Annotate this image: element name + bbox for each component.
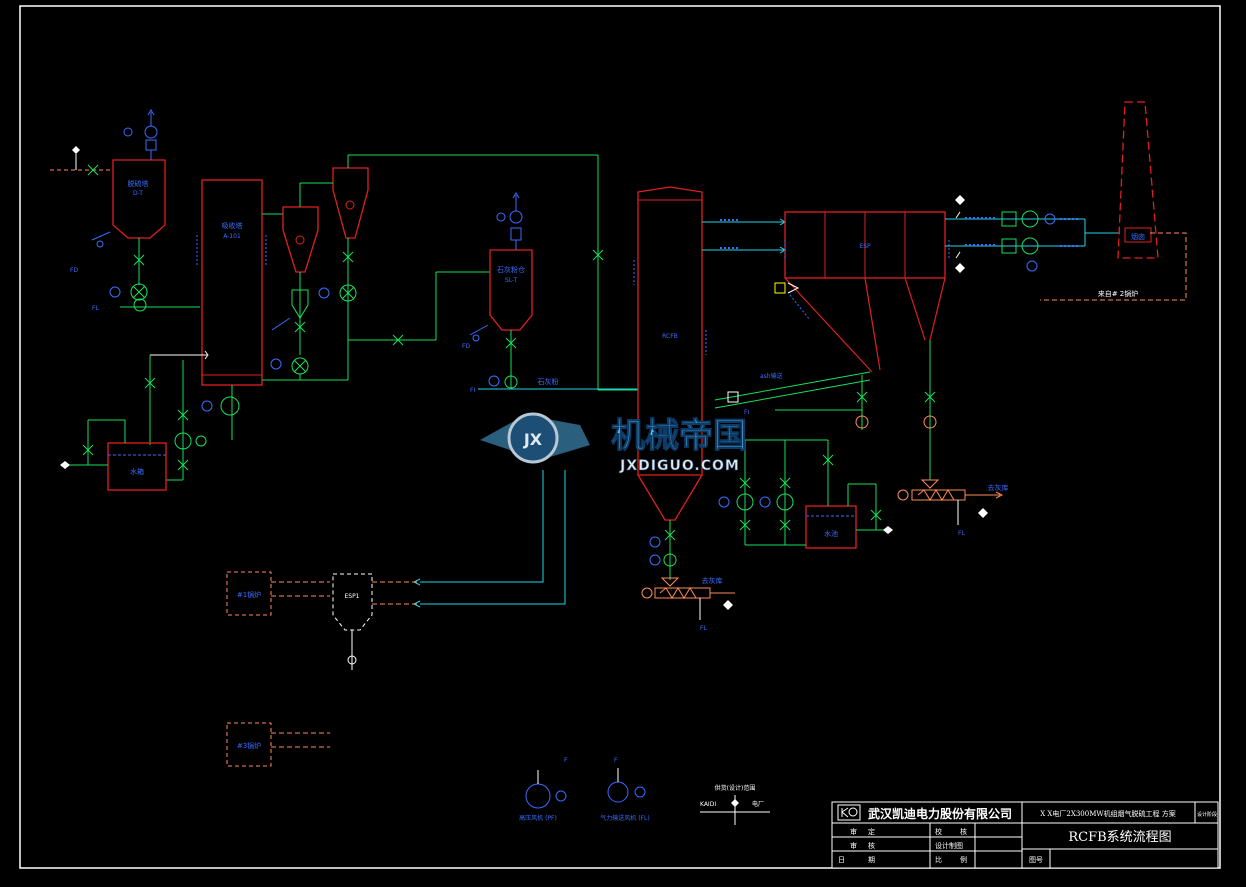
stack-chimney: 烟囱 [1117, 101, 1159, 259]
desulfurizer-vessel: 脱硫塔 D-T [112, 159, 166, 239]
company-name: 武汉凯迪电力股份有限公司 [868, 806, 1012, 821]
labels-esp1-label: ESP1 [344, 593, 359, 600]
labels-tag-f-label: F [564, 757, 568, 764]
watermark-en-label: JXDIGUO.COM [619, 458, 740, 474]
title-block-rows-1-1-label: 核 [868, 841, 875, 850]
cyclone-1 [282, 206, 319, 273]
title-block-mid-rows-2-1-label: 例 [960, 855, 967, 864]
company-logo-icon [837, 804, 861, 821]
screw-conveyor-bottom [641, 577, 711, 599]
title-block-rows-2-1-label: 期 [868, 856, 875, 864]
labels-water-tank-label: 水箱 [130, 467, 144, 476]
agitator-motor [123, 109, 158, 160]
title-block-mid-rows-2-0-label: 比 [935, 855, 942, 864]
pond: 水池 [805, 505, 857, 549]
watermark-logo: JX 机械帝国 JXDIGUO.COM [480, 412, 748, 474]
labels-ash-silo-bottom-label: 去灰库 [702, 576, 723, 585]
labels-lime-silo-tag-label: SL-T [505, 277, 518, 284]
labels-ash-silo-right-label: 去灰库 [988, 483, 1009, 492]
labels-absorber-label: 吸收塔 [222, 221, 243, 230]
labels-tag-fl-label: FL [700, 625, 707, 632]
esp1-unit: ESP1 [332, 573, 373, 631]
labels-tag-fd-label: FD [70, 267, 78, 274]
title-block-rows-1-0-label: 审 [850, 841, 857, 850]
legend-plant-label: 电厂 [752, 800, 764, 808]
labels-boiler3-label: #3锅炉 [237, 741, 261, 750]
water-tank: 水箱 [107, 442, 167, 491]
boiler-3: #3锅炉 [226, 722, 272, 767]
labels-tag-fd-label: FD [462, 343, 470, 350]
labels-compressor-label: 高压风机 (PF) [519, 814, 557, 822]
cyclone-2 [332, 167, 369, 239]
legend-title-label: 供货(设计)范围 [715, 784, 756, 792]
compressor-unit: F 高压风机 (PF) [519, 757, 568, 822]
labels-desulfurizer-tag-label: D-T [133, 190, 143, 197]
labels-absorber-tag-label: A-101 [223, 233, 241, 240]
lime-silo: 石灰粉仓 SL-T [489, 249, 533, 331]
title-block-rows-0-0-label: 审 [850, 827, 857, 836]
labels-boiler1-label: #1锅炉 [237, 590, 261, 599]
labels-lime-feed-label: 石灰粉 [538, 377, 559, 386]
scope-legend: 供货(设计)范围 KAIDI 电厂 [700, 784, 770, 825]
labels-tag-fl-label: FL [958, 530, 965, 537]
labels-rcfb-label: RCFB [662, 333, 678, 340]
labels-desulfurizer-label: 脱硫塔 [128, 179, 149, 188]
title-block-rows-2-0-label: 日 [838, 856, 845, 864]
title-block-rows-0-1-label: 定 [868, 827, 875, 836]
labels-esp-label: ESP [859, 243, 871, 250]
project-name: X X电厂2X300MW机组烟气脱硫工程 方案 [1040, 809, 1176, 818]
labels-tag-fl-label: FL [92, 305, 99, 312]
labels-stack-label: 烟囱 [1131, 232, 1145, 241]
title-block-mid-rows-0-1-label: 核 [960, 827, 967, 836]
watermark-badge-label: JX [523, 430, 543, 449]
labels-from-boiler-label: 来自# 2锅炉 [1098, 289, 1139, 298]
title-block-page-label-label: 图号 [1029, 856, 1043, 864]
boiler-1: #1锅炉 [226, 571, 272, 616]
labels-pond-label: 水池 [824, 529, 838, 538]
labels-lime-silo-label: 石灰粉仓 [497, 265, 525, 274]
design-stage: 设计阶段 [1197, 811, 1217, 818]
labels-blower-label: 气力输送风机 (FL) [600, 814, 649, 822]
labels-tag-fi-label: FI [744, 409, 749, 416]
blower-unit: F 气力输送风机 (FL) [600, 757, 649, 822]
screw-conveyor-right [897, 479, 966, 501]
legend-kaidi-label: KAIDI [700, 801, 716, 808]
title-block-mid-rows-1-0-label: 设计制图 [935, 841, 963, 850]
labels-tag-fi-label: FI [470, 387, 475, 394]
watermark-cn-label: 机械帝国 [611, 416, 747, 456]
title-block: 武汉凯迪电力股份有限公司 X X电厂2X300MW机组烟气脱硫工程 方案 设计阶… [831, 801, 1219, 869]
title-block-mid-rows-0-0-label: 校 [935, 827, 942, 836]
drawing-frame [19, 5, 1221, 869]
labels-tag-f-label: F [614, 757, 618, 764]
drawing-title: RCFB系统流程图 [1068, 830, 1171, 845]
labels-ash-conveyor-label: ash输送 [760, 372, 783, 380]
